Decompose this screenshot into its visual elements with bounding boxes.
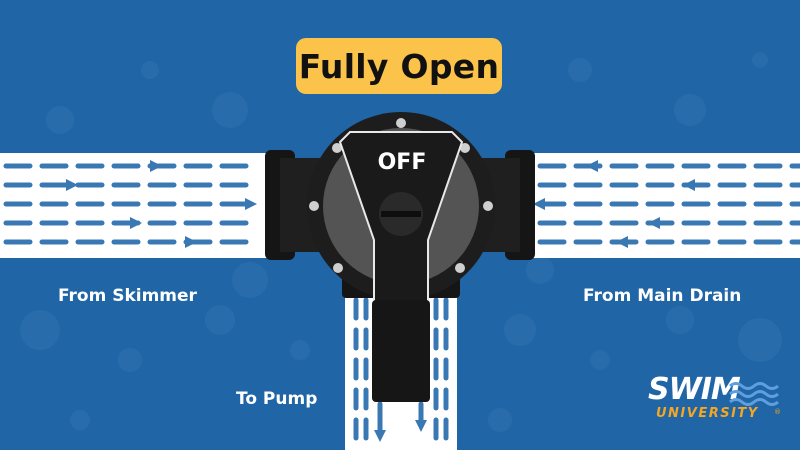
valve-screw-icon (309, 118, 493, 273)
flow-arrow-icon (616, 236, 628, 248)
flow-arrow-icon (586, 160, 598, 172)
logo-swim-text: SWIM (648, 372, 741, 407)
skimmer-label: From Skimmer (58, 286, 197, 306)
pump-flow-arrows (353, 297, 449, 442)
flow-arrow-icon (245, 198, 257, 210)
valve-center-slot (381, 211, 421, 217)
valve-handle (338, 131, 464, 401)
flow-arrow-icon (185, 236, 197, 248)
flow-arrow-icon (648, 217, 660, 229)
flow-arrow-icon (374, 430, 386, 442)
logo-registered-mark: ® (774, 408, 781, 416)
pump-label: To Pump (236, 389, 318, 409)
flow-arrow-icon (415, 420, 427, 432)
flow-arrow-icon (533, 198, 545, 210)
flow-arrow-icon (130, 217, 142, 229)
handle-label: OFF (377, 150, 427, 175)
background-bubbles (20, 52, 782, 432)
valve-handle-grip (372, 300, 430, 402)
flow-arrow-icon (150, 160, 162, 172)
skimmer-flow-arrows (3, 160, 257, 248)
logo-wave-icon (729, 382, 779, 406)
logo-university-text: UNIVERSITY (656, 406, 759, 421)
main-drain-label: From Main Drain (583, 286, 742, 306)
flow-arrow-icon (66, 179, 78, 191)
swim-university-logo: SWIM UNIVERSITY ® (640, 372, 790, 432)
flow-arrow-icon (683, 179, 695, 191)
main-drain-flow-arrows (533, 160, 800, 248)
title-badge: Fully Open (296, 38, 502, 94)
